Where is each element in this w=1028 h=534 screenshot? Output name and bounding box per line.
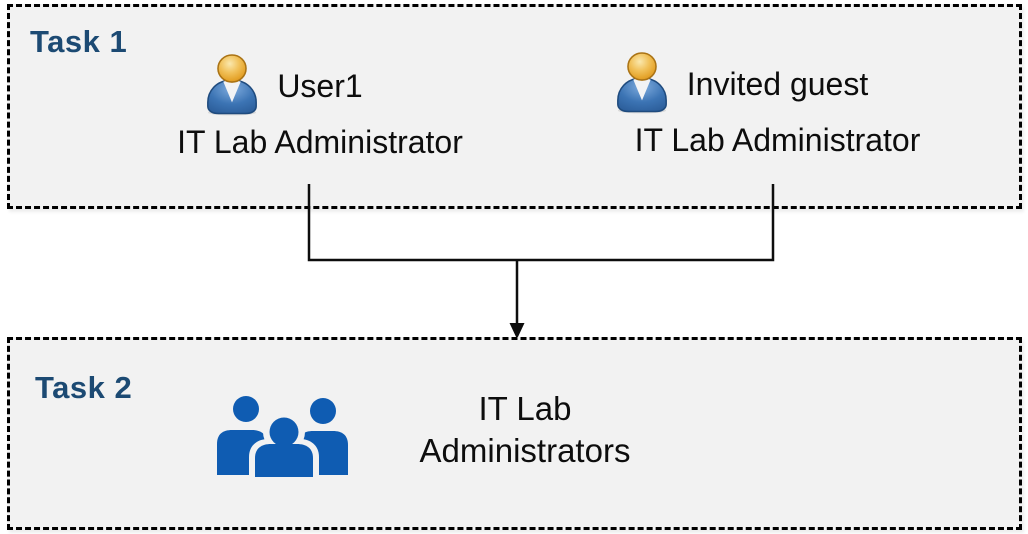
person-invited-guest: Invited guest IT Lab Administrator <box>605 50 950 159</box>
person-icon <box>613 50 671 119</box>
task2-box <box>7 337 1022 530</box>
group-label-line2: Administrators <box>419 432 631 469</box>
group-label: IT Lab Administrators <box>375 388 675 472</box>
person-user1-name: User1 <box>277 68 363 104</box>
task1-box <box>7 4 1022 209</box>
person-icon <box>203 52 261 121</box>
person-invited-guest-row: Invited guest <box>613 50 868 119</box>
person-user1-role: IT Lab Administrator <box>177 124 463 160</box>
task2-label: Task 2 <box>35 370 133 405</box>
task1-label: Task 1 <box>30 24 128 59</box>
person-user1: User1 IT Lab Administrator <box>140 52 500 161</box>
person-user1-row: User1 <box>203 52 363 121</box>
person-invited-guest-name: Invited guest <box>686 66 869 102</box>
person-invited-guest-role: IT Lab Administrator <box>634 122 921 158</box>
people-group-icon <box>215 395 350 480</box>
group-label-line1: IT Lab <box>478 390 572 427</box>
